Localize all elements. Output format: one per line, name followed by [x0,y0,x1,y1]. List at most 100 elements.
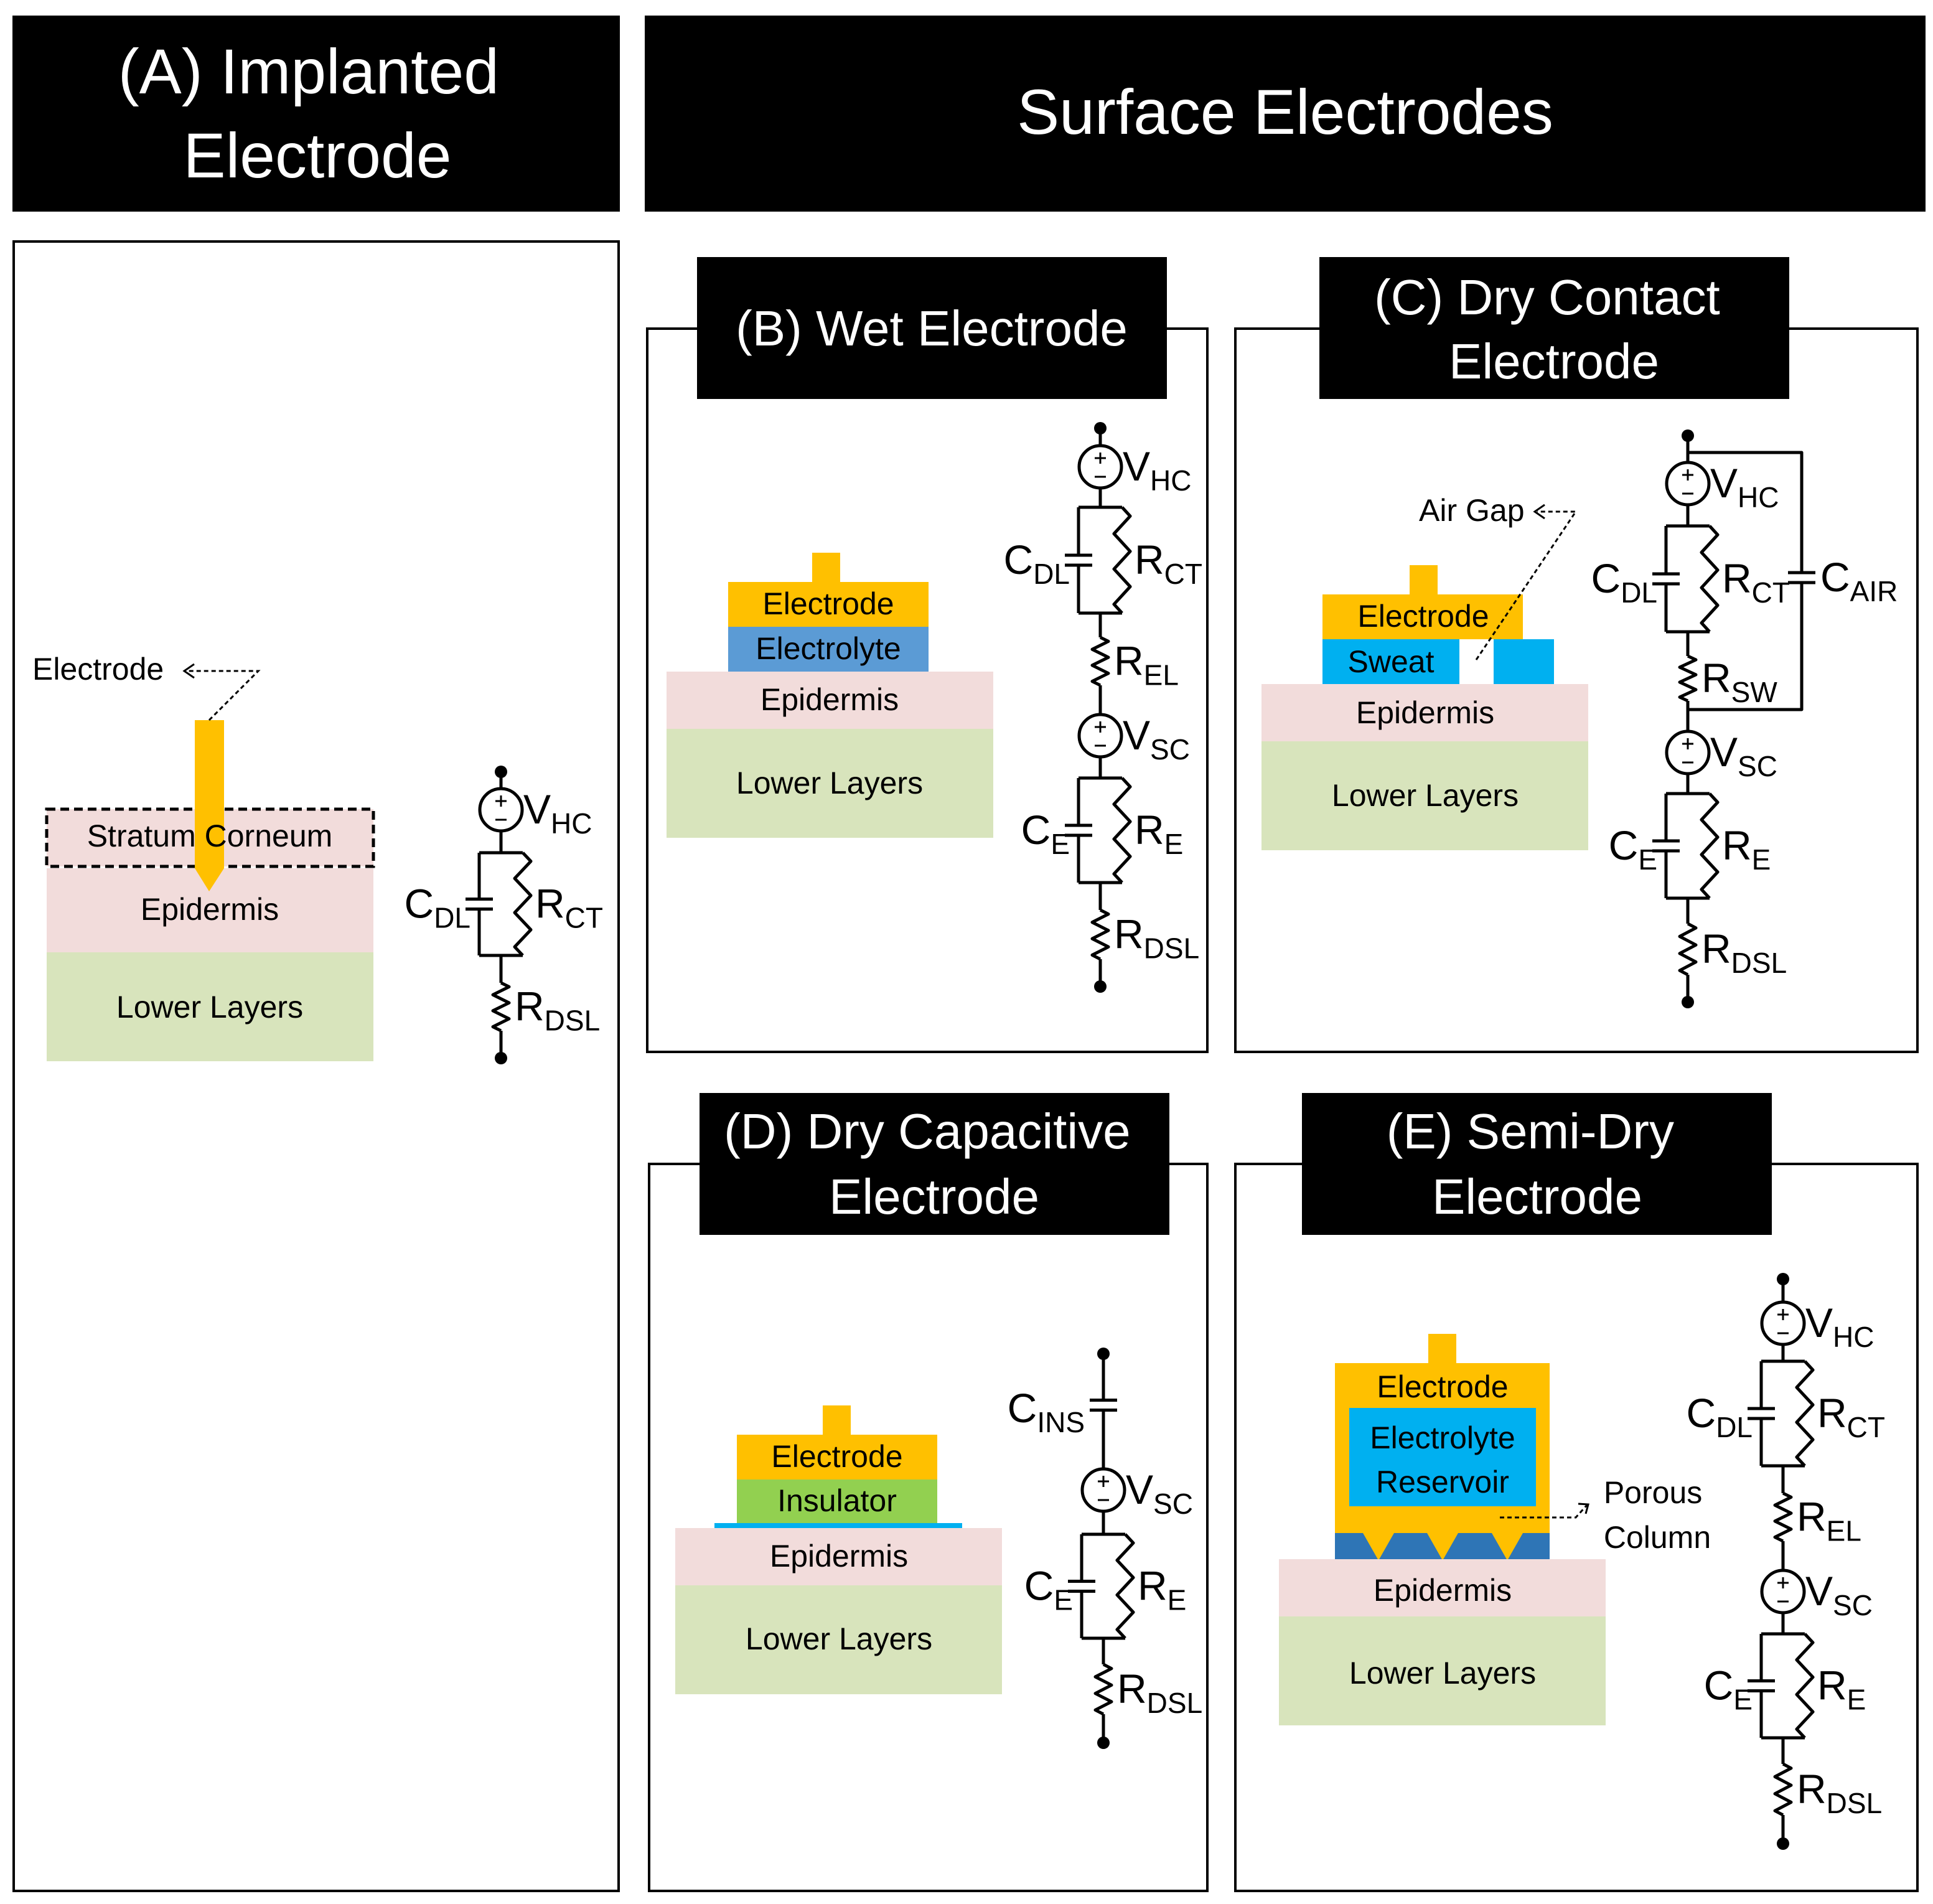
a-dl-res-label-sub: CT [565,902,603,934]
d-vsc-circle [1080,1467,1126,1513]
e-dl-cap-label: CDL [1687,1390,1753,1443]
panel-c-title: (C) Dry Contact Electrode [1374,270,1734,389]
e-rdsl-label-sub: DSL [1827,1787,1882,1819]
d-rdsl-label-main: R [1117,1666,1147,1712]
e-e-cap-label-main: C [1704,1662,1734,1709]
panel-b-epidermis [667,672,993,729]
panel-e-porous-column-2 [1427,1533,1458,1560]
panel-d-lower-layers-label: Lower Layers [746,1621,932,1656]
panel-c-sweat-left [1322,639,1459,684]
c-rsw-label-sub: SW [1731,676,1778,708]
e-vsc-label-main: V [1805,1568,1833,1614]
b-rdsl [1090,908,1110,961]
panel-b-title: (B) Wet Electrode [736,301,1128,356]
panel-e-lower-layers [1279,1616,1606,1725]
c-air-label: CAIR [1820,554,1898,607]
panel-d-epidermis [675,1528,1002,1585]
b-e-resistor [1112,777,1132,884]
panel-d-title: (D) Dry Capacitive Electrode [724,1104,1144,1224]
panel-d-electrode-plate [737,1435,937,1480]
panel-a-lower-layers-label: Lower Layers [116,990,303,1025]
b-vhc-label-sub: HC [1150,464,1191,497]
c-air-top-wire [1688,451,1804,559]
c-dl-cap-label-main: C [1591,555,1621,601]
panel-e-title: (E) Semi-Dry Electrode [1387,1104,1688,1224]
panel-d-lower-layers [675,1585,1002,1694]
b-vhc-label: VHC [1123,443,1191,497]
c-vsc-label-main: V [1710,729,1738,775]
a-rdsl-label: RDSL [515,983,600,1037]
panel-b-electrode-plate [728,582,929,627]
d-e-cap-label: CE [1024,1563,1073,1616]
c-e-resistor [1700,792,1720,899]
b-e-cap-label-main: C [1021,807,1051,853]
panel-e-reservoir-label: Reservoir [1376,1465,1509,1499]
e-dl-resistor [1795,1360,1815,1467]
panel-a-callout-line [187,670,261,721]
e-e-cap-label-sub: E [1733,1684,1753,1716]
e-rel [1773,1491,1793,1543]
c-dl-res-label: RCT [1722,555,1790,609]
panel-e-porous-column-callout: Porous Column [1604,1475,1711,1555]
panel-e-porous-column-1 [1363,1533,1394,1560]
b-e-res-label-main: R [1135,807,1164,853]
panel-c-callout-line [1475,510,1578,660]
c-vsc-label-sub: SC [1738,750,1777,782]
panel-c-sweat-right [1494,639,1554,684]
c-vhc-circle [1665,461,1711,507]
panel-c-sweat-label: Sweat [1348,644,1435,679]
c-vhc-label-sub: HC [1738,481,1779,514]
header-implanted-title: (A) Implanted Electrode [118,36,517,191]
a-vhc-label: VHC [523,786,592,840]
c-air-label-main: C [1820,554,1850,600]
panel-e-porous-column-3 [1492,1533,1523,1560]
c-rdsl [1678,922,1698,977]
d-cins-label-main: C [1008,1385,1037,1431]
panel-e-callout-line [1500,1504,1588,1519]
panel-a-electrode-callout: Electrode [32,652,164,687]
e-rdsl [1773,1762,1793,1817]
panel-a-epidermis-label: Epidermis [141,892,279,927]
b-dl-res-label-main: R [1135,537,1164,583]
c-e-cap-label-sub: E [1638,843,1657,876]
panel-e-title-line-2: Electrode [1432,1169,1642,1224]
c-dl-res-label-main: R [1722,555,1752,601]
c-dl-res-label-sub: CT [1752,576,1790,609]
b-rel [1090,635,1110,687]
a-rdsl-label-sub: DSL [545,1005,600,1037]
panel-b-lower-layers-label: Lower Layers [736,766,923,800]
panel-e-electrode-tab [1428,1334,1456,1363]
e-dl-res-label: RCT [1817,1390,1885,1443]
panel-d-electrode-tab [823,1405,851,1435]
b-vhc-label-main: V [1123,443,1150,489]
c-rsw-label: RSW [1701,655,1777,708]
panel-e-callout-arrowhead [1578,1503,1589,1514]
a-rdsl [491,981,511,1033]
b-vsc-label-main: V [1123,712,1150,758]
e-vhc-label-sub: HC [1833,1321,1874,1353]
c-rdsl-label-main: R [1701,926,1731,972]
c-rsw-label-main: R [1701,655,1731,701]
c-air-bottom-wire [1688,596,1804,711]
panel-c-electrode-tab [1410,565,1438,594]
e-rdsl-label: RDSL [1797,1766,1882,1819]
panel-d-title-line-2: Electrode [829,1169,1039,1224]
e-e-res-label-main: R [1817,1662,1847,1709]
panel-e-callout-line-2: Column [1604,1520,1711,1555]
e-e-res-label-sub: E [1847,1684,1866,1716]
panel-c-electrode-plate [1322,594,1523,639]
b-vsc-label-sub: SC [1150,733,1190,766]
panel-d-electrode-label: Electrode [771,1439,902,1474]
d-rdsl-label: RDSL [1117,1666,1202,1719]
c-rdsl-label: RDSL [1701,926,1787,979]
c-e-res-label: RE [1722,822,1771,876]
b-rel-label-sub: EL [1144,659,1179,692]
e-vhc-label: VHC [1805,1300,1874,1353]
panel-b-lower-layers [667,729,993,838]
a-dl-cap-label: CDL [405,881,470,934]
panel-b-electrode [812,553,840,582]
e-vsc-circle [1760,1569,1806,1615]
panel-c-title-line-2: Electrode [1449,334,1659,389]
